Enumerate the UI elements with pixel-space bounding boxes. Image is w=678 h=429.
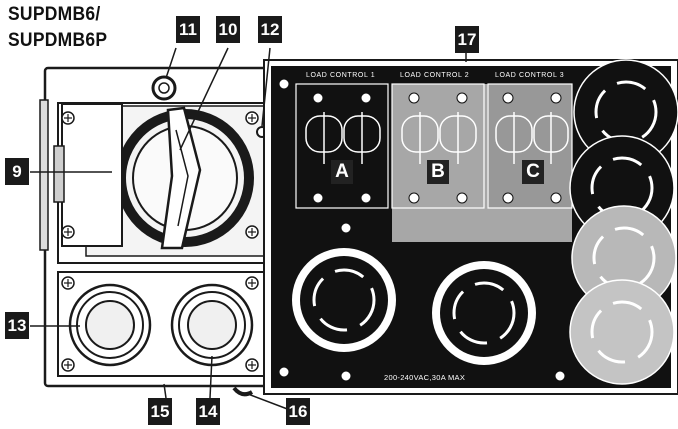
leader-lines (30, 47, 467, 411)
door-cover (61, 103, 123, 247)
load-control-3-label: LOAD CONTROL 3 (495, 72, 565, 79)
callout-13: 13 (5, 312, 29, 339)
breaker-blocks (295, 83, 573, 209)
rotary-handle (160, 106, 202, 250)
callout-11: 11 (176, 16, 200, 43)
model-title-line2: SUPDMB6P (8, 30, 108, 51)
callout-16: 16 (286, 398, 310, 425)
callout-10: 10 (216, 16, 240, 43)
cable-gland-right (170, 283, 254, 367)
drain-fitting (232, 386, 254, 397)
load-control-1-label: LOAD CONTROL 1 (306, 72, 376, 79)
callout-15: 15 (148, 398, 172, 425)
rotary-handle-grip (175, 129, 189, 227)
receptacle-bottom-right (432, 261, 536, 365)
model-title-line1: SUPDMB6/ (8, 4, 101, 25)
circuit-b-label: B (427, 160, 449, 184)
door-hinge (53, 145, 65, 203)
circuit-c-label: C (522, 160, 544, 184)
left-flange (39, 99, 49, 251)
panel-rating-label: 200-240VAC,30A MAX (384, 373, 466, 382)
callout-9: 9 (5, 158, 29, 185)
callout-17: 17 (455, 26, 479, 53)
callout-14: 14 (196, 398, 220, 425)
load-control-2-label: LOAD CONTROL 2 (400, 72, 470, 79)
cable-gland-left (68, 283, 152, 367)
receptacle-right-1 (573, 59, 678, 165)
circuit-a-label: A (331, 160, 353, 184)
receptacle-bottom-left (292, 248, 396, 352)
callout-12: 12 (258, 16, 282, 43)
receptacle-right-4 (569, 279, 675, 385)
